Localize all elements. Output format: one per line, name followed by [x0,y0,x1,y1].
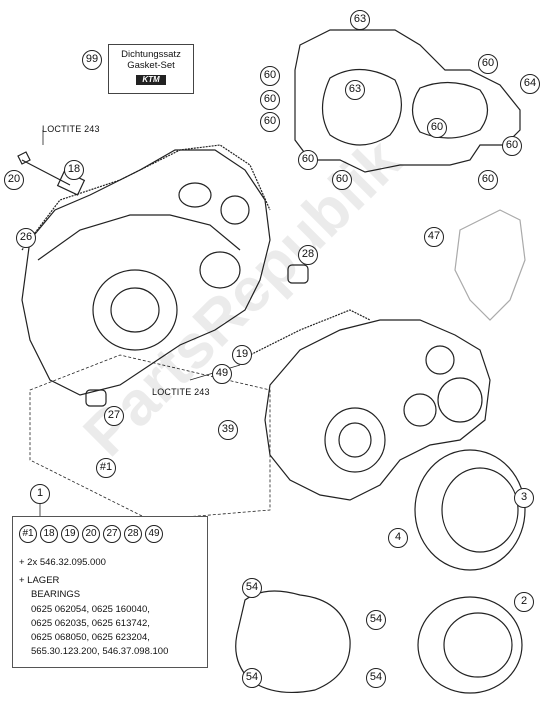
callout-60-h: 60 [332,170,352,190]
ktm-logo: KTM [136,75,166,85]
callout-60-c: 60 [260,90,280,110]
callout-63-inner: 63 [345,80,365,100]
kit-bearing-row: 0625 068050, 0625 623204, [31,632,150,643]
kit-ref: 19 [61,525,79,543]
callout-28: 28 [298,245,318,265]
callout-60-g: 60 [298,150,318,170]
kit-ref: 28 [124,525,142,543]
callout-63-top: 63 [350,10,370,30]
callout-2: 2 [514,592,534,612]
kit-ref: 27 [103,525,121,543]
callout-19: 19 [232,345,252,365]
clutch-cover [417,596,523,694]
gasket-set-de-label: Dichtungssatz [121,49,181,60]
kit-ref: 49 [145,525,163,543]
ignition-cover [414,449,526,571]
right-crankcase-half [264,319,491,501]
kit-ref-row: #1 18 19 20 27 28 49 [19,525,163,543]
callout-18: 18 [64,160,84,180]
callout-assembly-1: #1 [96,458,116,478]
callout-60-d: 60 [260,112,280,132]
callout-39: 39 [218,420,238,440]
kit-ref: 18 [40,525,58,543]
callout-item-1: 1 [30,484,50,504]
kit-bearing-row: 0625 062035, 0625 613742, [31,618,150,629]
callout-60-e: 60 [427,118,447,138]
kit-ref: 20 [82,525,100,543]
kit-contents-box: #1 18 19 20 27 28 49 + 2x 546.32.095.000… [12,516,208,668]
kit-line-bearings: BEARINGS [31,589,81,600]
gasket-set-en-label: Gasket-Set [127,60,175,71]
callout-27: 27 [104,406,124,426]
callout-99: 99 [82,50,102,70]
callout-54-c: 54 [242,668,262,688]
kit-bearing-row: 0625 062054, 0625 160040, [31,604,150,615]
callout-54-d: 54 [366,668,386,688]
callout-64: 64 [520,74,540,94]
callout-47: 47 [424,227,444,247]
callout-60-a: 60 [478,54,498,74]
callout-49: 49 [212,364,232,384]
left-crankcase-half [21,149,271,396]
gasket-set-box: Dichtungssatz Gasket-Set KTM [108,44,194,94]
callout-54-a: 54 [242,578,262,598]
callout-60-b: 60 [260,66,280,86]
callout-60-f: 60 [502,136,522,156]
callout-3: 3 [514,488,534,508]
kit-bearing-row: 565.30.123.200, 546.37.098.100 [31,646,169,657]
callout-4: 4 [388,528,408,548]
loctite-label-mid: LOCTITE 243 [152,387,210,397]
kit-line-lager: + LAGER [19,575,60,586]
callout-20: 20 [4,170,24,190]
kit-line-screws: + 2x 546.32.095.000 [19,557,106,568]
callout-26: 26 [16,228,36,248]
callout-60-i: 60 [478,170,498,190]
callout-54-b: 54 [366,610,386,630]
loctite-label-top: LOCTITE 243 [42,124,100,134]
kit-ref: #1 [19,525,37,543]
